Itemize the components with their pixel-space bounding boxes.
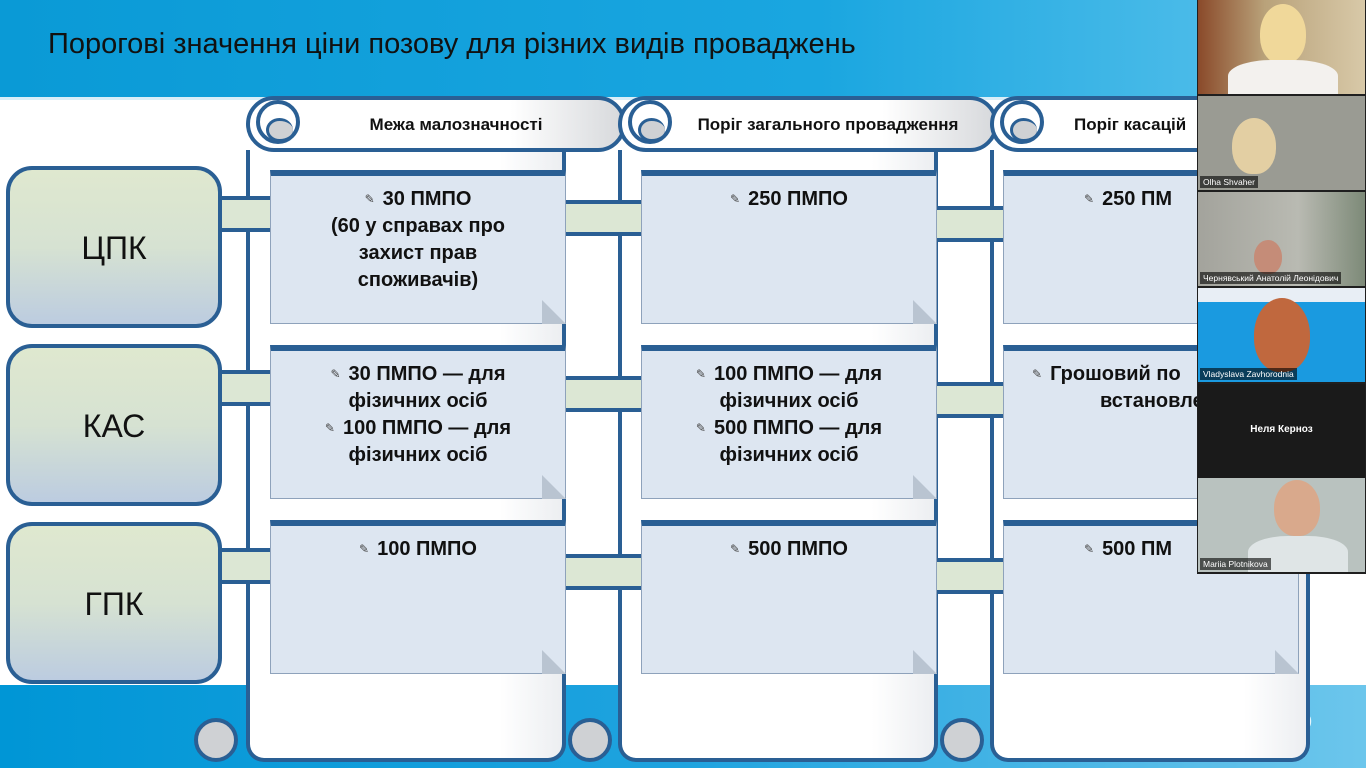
card-line: фізичних осіб	[719, 444, 859, 466]
card-line: 100 ПМПО — для	[342, 417, 512, 439]
column-header-label: Межа малозначності	[369, 115, 543, 134]
scroll-curl-top-2	[628, 100, 672, 144]
hand-pointer-icon: ✎	[695, 367, 706, 381]
hand-pointer-icon: ✎	[330, 367, 341, 381]
hand-pointer-icon: ✎	[730, 192, 741, 206]
row-label-text: ГПК	[84, 586, 144, 622]
card-line: (60 у справах про	[330, 215, 506, 237]
participant-name: Mariia Plotnikova	[1200, 558, 1271, 570]
page-fold	[542, 475, 566, 499]
card-line: Грошовий по	[1050, 363, 1181, 385]
card-line: фізичних осіб	[348, 444, 488, 466]
card-line: 500 ПМПО	[748, 538, 848, 560]
participant-name: Неля Керноз	[1250, 424, 1313, 435]
participant-video	[1232, 118, 1276, 174]
card-line: 100 ПМПО	[377, 538, 477, 560]
connector	[936, 558, 1006, 594]
connector	[216, 548, 276, 584]
page-fold	[913, 650, 937, 674]
threshold-card: ✎ 500 ПМПО	[641, 520, 937, 674]
participant-video	[1254, 298, 1310, 372]
scroll-curl-top-3	[1000, 100, 1044, 144]
threshold-card: ✎ 30 ПМПО — для фізичних осіб ✎ 100 ПМПО —…	[270, 345, 566, 499]
card-line: 250 ПМПО	[748, 188, 848, 210]
card-line: 30 ПМПО	[382, 188, 472, 210]
card-line: 500 ПМПО — для	[713, 417, 883, 439]
connector	[564, 554, 644, 590]
participant-tile[interactable]: Vladyslava Zavhorodnia	[1198, 288, 1365, 382]
connector	[216, 370, 276, 406]
connector	[216, 196, 276, 232]
participant-video	[1254, 240, 1282, 274]
participant-video	[1274, 480, 1320, 536]
page-fold	[1275, 650, 1299, 674]
hand-pointer-icon: ✎	[364, 192, 375, 206]
threshold-card: ✎ 100 ПМПО — для фізичних осіб ✎ 500 ПМПО …	[641, 345, 937, 499]
participant-video	[1228, 60, 1338, 94]
participant-video	[1260, 4, 1306, 64]
card-line: захист прав	[358, 242, 478, 264]
scroll-curl-bottom-2	[568, 718, 612, 762]
participant-tile[interactable]: Mariia Plotnikova	[1198, 478, 1365, 572]
row-label-kas: КАС	[6, 344, 222, 506]
page-fold	[542, 650, 566, 674]
connector	[936, 206, 1006, 242]
scroll-curl-top-1	[256, 100, 300, 144]
column-header-label: Поріг загального провадження	[697, 115, 959, 134]
hand-pointer-icon: ✎	[730, 542, 741, 556]
eu-banner	[1198, 288, 1365, 302]
page-fold	[913, 475, 937, 499]
column-header-1: Межа малозначності	[246, 96, 626, 152]
card-line: 30 ПМПО — для	[348, 363, 506, 385]
hand-pointer-icon: ✎	[1084, 542, 1095, 556]
card-line: встановле	[1100, 390, 1204, 412]
connector	[936, 382, 1006, 418]
participant-tile[interactable]: Olha Shvaher	[1198, 96, 1365, 190]
connector	[564, 200, 644, 236]
participant-tile[interactable]: Чернявський Анатолій Леонідович	[1198, 192, 1365, 286]
threshold-card: ✎ 100 ПМПО	[270, 520, 566, 674]
row-label-text: ЦПК	[81, 230, 147, 266]
column-header-label: Поріг касацій	[1074, 115, 1187, 134]
participant-name: Vladyslava Zavhorodnia	[1200, 368, 1297, 380]
slide-title: Порогові значення ціни позову для різних…	[48, 28, 856, 60]
row-label-cpc: ЦПК	[6, 166, 222, 328]
page-fold	[542, 300, 566, 324]
card-line: 500 ПМ	[1102, 538, 1173, 560]
row-label-text: КАС	[82, 408, 146, 444]
card-line: споживачів)	[357, 269, 479, 291]
hand-pointer-icon: ✎	[1084, 192, 1095, 206]
card-line: фізичних осіб	[719, 390, 859, 412]
card-line: фізичних осіб	[348, 390, 488, 412]
page-fold	[913, 300, 937, 324]
threshold-card: ✎ 30 ПМПО (60 у справах про захист прав с…	[270, 170, 566, 324]
card-line: 250 ПМ	[1102, 188, 1173, 210]
video-participants-panel: Olha Shvaher Чернявський Анатолій Леонід…	[1197, 0, 1366, 574]
hand-pointer-icon: ✎	[695, 421, 706, 435]
hand-pointer-icon: ✎	[359, 542, 370, 556]
column-header-2: Поріг загального провадження	[618, 96, 998, 152]
threshold-card: ✎ 250 ПМПО	[641, 170, 937, 324]
scroll-curl-bottom-1	[194, 718, 238, 762]
card-line: 100 ПМПО — для	[713, 363, 883, 385]
participant-name: Olha Shvaher	[1200, 176, 1258, 188]
row-label-gpk: ГПК	[6, 522, 222, 684]
slide-title-bar: Порогові значення ціни позову для різних…	[0, 0, 1366, 97]
connector	[564, 376, 644, 412]
participant-name: Чернявський Анатолій Леонідович	[1200, 272, 1342, 284]
participant-tile[interactable]: Неля Керноз	[1198, 384, 1365, 478]
scroll-curl-bottom-3	[940, 718, 984, 762]
hand-pointer-icon: ✎	[1032, 367, 1043, 381]
hand-pointer-icon: ✎	[324, 421, 335, 435]
participant-tile[interactable]	[1198, 0, 1365, 94]
